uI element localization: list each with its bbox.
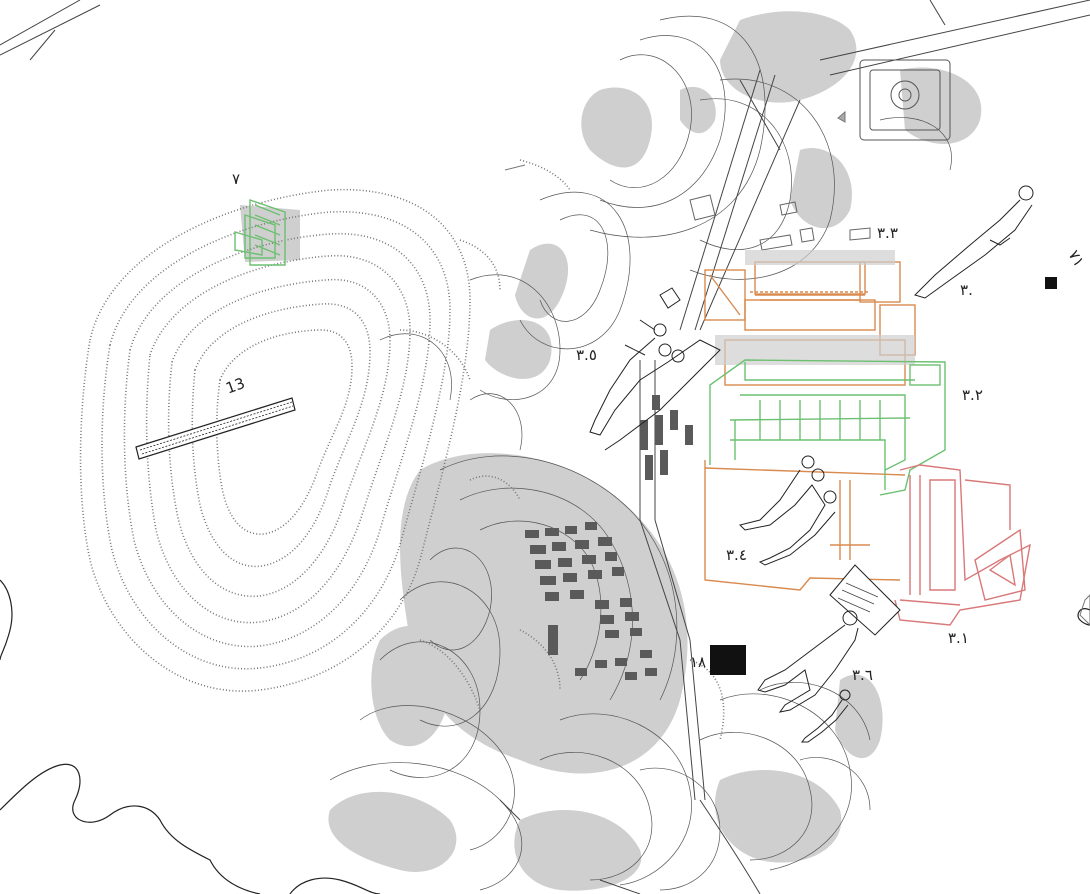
- misc-marks: [504, 110, 1090, 626]
- label-site-13: 13: [223, 374, 247, 397]
- label-site-18: ١٨: [690, 653, 706, 671]
- label-site-32: ٣.٢: [962, 386, 983, 404]
- outlined-buildings: [689, 194, 871, 251]
- label-site-71: ٧١: [1065, 247, 1089, 270]
- hatched-hill-contours: [79, 159, 725, 741]
- black-building: [710, 645, 746, 675]
- label-site-31: ٣.١: [948, 629, 969, 647]
- red-building-complex: [894, 464, 1031, 626]
- label-site-30: ٣.: [960, 281, 973, 299]
- site-labels: ٧ 13 ٣.٣ ٣. ٧١ ٣.٢ ٣.٥ ٣.٤ ٣.١ ٣.٦ ١٨: [223, 170, 1088, 684]
- contour-lines: [329, 15, 952, 891]
- orange-building-complex: [704, 261, 916, 591]
- label-site-7: ٧: [232, 170, 240, 188]
- label-site-36: ٣.٦: [852, 666, 873, 684]
- people-figure-icon: [589, 185, 1034, 743]
- green-building-complex: [709, 359, 946, 496]
- dark-building-cluster: [525, 395, 693, 680]
- black-square-marker: [1045, 277, 1057, 289]
- label-site-35: ٣.٥: [576, 346, 597, 364]
- hatched-long-building: [135, 397, 296, 460]
- green-building-small: [234, 199, 286, 266]
- terrain-shading: [240, 11, 982, 891]
- compound-top-right: [859, 59, 951, 141]
- label-site-34: ٣.٤: [726, 546, 747, 564]
- sign-board: [829, 564, 901, 636]
- label-site-33: ٣.٣: [877, 224, 898, 242]
- coastline: [0, 579, 1090, 894]
